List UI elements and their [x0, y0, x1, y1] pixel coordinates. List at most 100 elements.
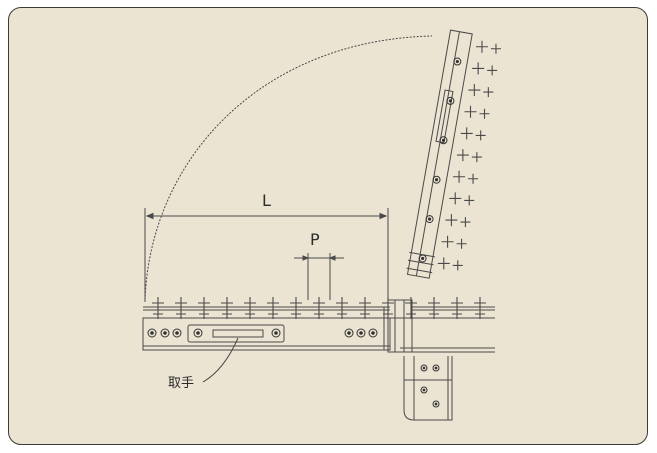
hinge-block [387, 299, 413, 353]
bolt-center [434, 402, 438, 406]
roller-cross [267, 297, 279, 309]
bolt [432, 400, 440, 408]
roller-marks-swung [437, 40, 501, 271]
bolt-center [422, 366, 426, 370]
bolt [420, 364, 428, 372]
handle-label: 取手 [168, 376, 195, 391]
bolt-center [196, 331, 200, 335]
roller-cross [313, 297, 325, 309]
roller-cross [314, 309, 324, 319]
roller-cross [406, 309, 416, 319]
roller-cross [428, 297, 440, 309]
bolt-center [455, 59, 459, 64]
roller-cross [441, 235, 454, 248]
roller-cross [475, 130, 486, 141]
roller-cross [475, 309, 485, 319]
roller-cross [291, 309, 301, 319]
roller-cross [456, 149, 469, 162]
roller-cross [451, 297, 463, 309]
roller-cross [199, 309, 209, 319]
roller-cross [221, 297, 233, 309]
down-conveyor [403, 356, 453, 421]
roller-cross [487, 65, 498, 76]
drawing-frame [8, 7, 648, 445]
roller-cross [468, 173, 479, 184]
bolt-center [359, 331, 363, 335]
roller-cross [268, 309, 278, 319]
roller-cross [244, 297, 256, 309]
roller-cross [175, 297, 187, 309]
roller-cross [452, 260, 463, 271]
bolt [425, 215, 434, 224]
horizontal-conveyor [142, 306, 391, 351]
roller-cross [479, 108, 490, 119]
roller-cross [198, 297, 210, 309]
roller-cross [490, 43, 501, 54]
bolt [172, 328, 182, 338]
bolt [420, 386, 428, 394]
dimension-L-label: L [262, 191, 271, 210]
roller-cross [464, 105, 477, 118]
roller-marks [152, 297, 486, 319]
bolt-center [163, 331, 167, 335]
roller-cross [222, 309, 232, 319]
roller-cross [456, 238, 467, 249]
bolt [439, 136, 448, 145]
dimension-P-label: P [310, 230, 320, 249]
bolt [344, 328, 354, 338]
bolt [432, 175, 441, 184]
bolt [160, 328, 170, 338]
roller-cross [429, 309, 439, 319]
roller-cross [336, 297, 348, 309]
bolt-center [347, 331, 351, 335]
bolt [446, 96, 455, 105]
roller-cross [460, 127, 473, 140]
bolt-center [150, 331, 154, 335]
roller-cross [405, 297, 417, 309]
bolt [356, 328, 366, 338]
roller-cross [452, 309, 462, 319]
bolt-marks [147, 57, 462, 408]
bolt-center [428, 217, 432, 221]
roller-cross [472, 62, 485, 75]
roller-cross [382, 297, 394, 309]
handle-leader [202, 337, 239, 383]
swung-section [406, 29, 473, 279]
bolt [418, 254, 427, 263]
bolt [453, 57, 462, 66]
bolt-center [274, 331, 278, 335]
roller-cross [453, 170, 466, 183]
roller-cross [437, 257, 450, 270]
roller-cross [359, 297, 371, 309]
bolt [193, 328, 203, 338]
roller-cross [449, 192, 462, 205]
roller-cross [176, 309, 186, 319]
bolt-center [422, 388, 426, 392]
right-conveyor [400, 306, 495, 353]
roller-cross [460, 217, 471, 228]
roller-cross [290, 297, 302, 309]
roller-cross [337, 309, 347, 319]
roller-cross [153, 309, 163, 319]
bolt [432, 364, 440, 372]
bolt-center [371, 331, 375, 335]
roller-cross [383, 309, 393, 319]
bolt [147, 328, 157, 338]
roller-cross [474, 297, 486, 309]
bolt-center [448, 99, 452, 103]
bolt-center [434, 366, 438, 370]
bolt-center [421, 256, 425, 261]
roller-cross [445, 214, 458, 227]
bolt-center [434, 178, 439, 182]
roller-cross [475, 40, 488, 53]
bolt [271, 328, 281, 338]
bolt-center [175, 331, 179, 335]
swing-arc [144, 35, 433, 301]
roller-cross [468, 84, 481, 97]
dimension-P [294, 253, 344, 300]
dimension-L [144, 208, 389, 302]
roller-cross [483, 87, 494, 98]
bolt-center [441, 138, 446, 142]
bolt [368, 328, 378, 338]
